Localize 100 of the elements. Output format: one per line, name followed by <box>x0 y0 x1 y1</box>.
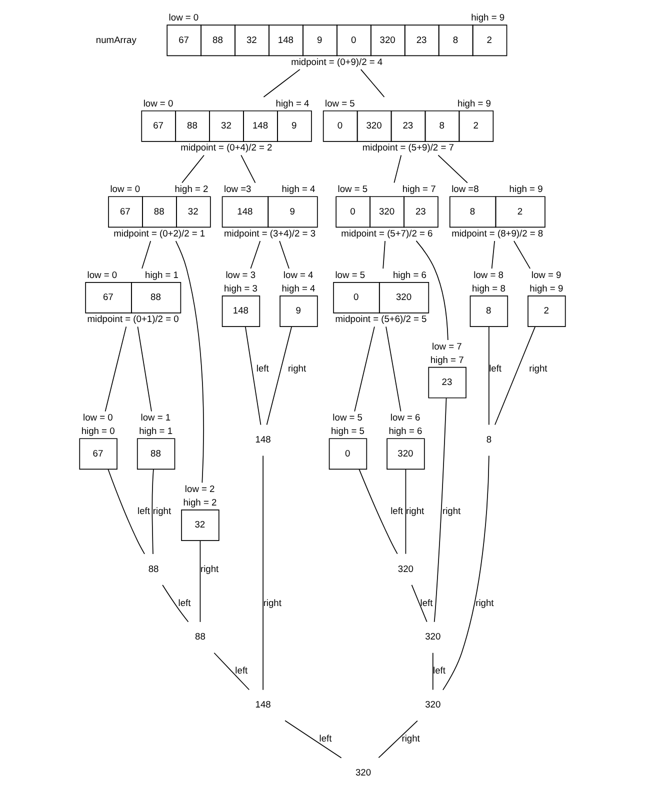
edge-label: right <box>442 506 461 516</box>
node-label: midpoint = (8+9)/2 = 8 <box>452 228 544 238</box>
node-label: midpoint = (5+6)/2 = 5 <box>335 314 427 324</box>
connector <box>438 154 468 184</box>
edge-label: right <box>200 564 219 574</box>
node-label: high = 4 <box>282 184 316 194</box>
node-label: high = 9 <box>530 284 564 294</box>
connector <box>263 69 300 98</box>
connector <box>442 455 490 690</box>
node-text: 320 <box>355 768 372 778</box>
connector <box>142 240 152 269</box>
connector <box>488 326 490 426</box>
edge-label: left <box>256 363 269 374</box>
node-label: high = 1 <box>145 270 178 280</box>
node-label: low = 5 <box>335 270 366 280</box>
node-label: midpoint = (5+7)/2 = 6 <box>341 228 433 238</box>
node-label: low =8 <box>452 184 479 194</box>
edge-label: right <box>476 598 494 608</box>
node-label: high = 2 <box>174 184 208 194</box>
connector <box>240 154 256 184</box>
connector <box>200 540 201 622</box>
node-box: 9 <box>280 296 318 327</box>
node-text: 148 <box>255 434 271 445</box>
edge-label: left <box>420 598 433 608</box>
node-text: 148 <box>255 700 271 710</box>
edge-label: left <box>138 506 150 516</box>
connector <box>411 584 428 622</box>
connector <box>175 240 204 484</box>
node-label: low = 5 <box>338 184 368 194</box>
node-label: low = 2 <box>184 484 215 494</box>
connector <box>360 69 385 98</box>
connector <box>162 584 189 622</box>
node-label: high = 5 <box>330 426 364 436</box>
node-label: low = 0 <box>87 270 118 280</box>
node-label: high = 9 <box>509 184 543 194</box>
node-text: 88 <box>148 564 159 574</box>
node-box: 320 <box>386 438 425 470</box>
connector <box>382 240 386 269</box>
edge-label: right <box>263 598 282 608</box>
node-label: midpoint = (0+1)/2 = 0 <box>87 314 179 324</box>
node-label: low = 0 <box>168 12 199 23</box>
node-box: 67 <box>79 438 118 470</box>
node-label: low = 4 <box>283 270 314 280</box>
node-label: low = 0 <box>110 184 140 194</box>
node-label: low = 7 <box>432 341 462 352</box>
connector <box>152 468 154 554</box>
node-label: high = 7 <box>402 184 436 194</box>
node-text: 320 <box>425 700 441 710</box>
node-label: high = 2 <box>183 498 217 508</box>
connector <box>405 469 406 554</box>
connector <box>262 455 264 690</box>
node-box: 32 <box>181 510 220 541</box>
node-label: high = 6 <box>388 426 422 436</box>
edge-label: left <box>489 363 502 374</box>
node-box: 2 <box>528 296 566 327</box>
node-label: midpoint = (5+9)/2 = 7 <box>362 142 454 153</box>
connector <box>378 720 418 758</box>
node-box: 8 <box>470 296 508 327</box>
node-text: 8 <box>486 434 492 445</box>
connector <box>266 326 292 426</box>
connector <box>491 240 495 269</box>
node-label: high = 9 <box>471 12 505 23</box>
node-label: low = 0 <box>143 98 174 108</box>
connector <box>494 326 536 426</box>
node-label: low = 3 <box>226 270 256 280</box>
node-box: 23 <box>428 366 466 398</box>
connector <box>104 326 127 412</box>
node-label: low =3 <box>224 184 252 194</box>
edge-label: right <box>529 363 548 374</box>
connector <box>386 326 402 412</box>
node-label: high = 3 <box>224 284 258 294</box>
edge-label: left <box>235 666 248 676</box>
connector <box>108 468 145 554</box>
edge-label: left <box>433 666 446 676</box>
node-label: high = 4 <box>276 98 310 108</box>
node-label: high = 8 <box>472 284 506 294</box>
node-label: midpoint = (3+4)/2 = 3 <box>224 228 316 238</box>
edge-label: right <box>288 363 306 374</box>
node-label: low = 5 <box>332 412 363 423</box>
edge-label: right <box>152 506 172 516</box>
connector <box>250 240 261 269</box>
connector <box>182 154 204 184</box>
edge-label: left <box>178 598 191 608</box>
edge-label: left <box>390 506 404 516</box>
edge-label: left <box>319 734 332 744</box>
connector <box>279 240 290 269</box>
node-label: low = 0 <box>83 412 113 423</box>
node-label: high = 1 <box>139 426 173 436</box>
connector <box>514 240 531 269</box>
connector <box>244 326 262 426</box>
connector <box>416 240 448 340</box>
node-box: 88 <box>136 438 176 470</box>
node-label: midpoint = (0+4)/2 = 2 <box>180 142 272 153</box>
node-label: low = 8 <box>474 270 504 280</box>
label: numArray <box>96 34 136 45</box>
connector <box>214 652 250 690</box>
node-label: midpoint = (0+2)/2 = 1 <box>114 228 206 238</box>
edge-label: right <box>402 734 420 744</box>
connector <box>284 720 342 758</box>
node-text: 320 <box>398 564 414 574</box>
